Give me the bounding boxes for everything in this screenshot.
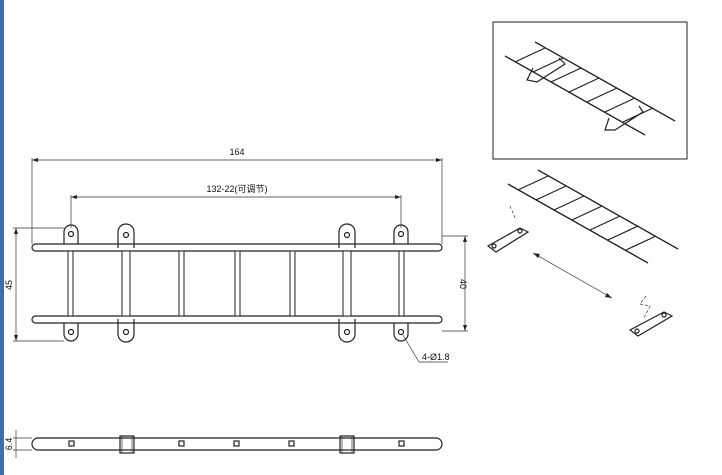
- adjust-arrow: [532, 252, 613, 299]
- front-view: 164 132-22(可调节) 45 40: [4, 147, 468, 363]
- isometric-view-exploded: [486, 169, 679, 337]
- dim-overall-height: 45: [4, 227, 64, 342]
- rung: [234, 250, 241, 317]
- side-view: 6.4: [4, 430, 443, 458]
- rung: [178, 250, 185, 317]
- isometric-view-framed: [492, 21, 688, 160]
- overall-length-label: 164: [229, 147, 244, 157]
- rung: [342, 250, 352, 317]
- bottom-rail: [31, 315, 443, 324]
- dim-overall-length: 164: [31, 147, 443, 244]
- rung: [398, 250, 405, 317]
- hole-callout: 4-Ø1.8: [402, 334, 450, 363]
- brackets-bottom: [63, 319, 409, 343]
- left-accent-bar: [0, 0, 4, 475]
- rung: [289, 250, 296, 317]
- overall-height-label: 45: [4, 280, 14, 290]
- adjustable-span-label: 132-22(可调节): [206, 184, 267, 194]
- side-thickness-label: 6.4: [4, 438, 14, 451]
- iso-frame: [492, 21, 688, 160]
- bracket-right: [628, 295, 674, 337]
- bracket-left: [486, 205, 530, 253]
- rungs: [67, 250, 405, 317]
- hole-spec-label: 4-Ø1.8: [422, 352, 450, 362]
- top-rail: [31, 243, 443, 252]
- dim-adjustable-span: 132-22(可调节): [70, 184, 402, 228]
- rung: [67, 250, 74, 317]
- rail-spacing-label: 40: [458, 279, 468, 289]
- rung: [121, 250, 131, 317]
- side-rail: [31, 437, 443, 451]
- dim-rail-spacing: 40: [442, 235, 468, 332]
